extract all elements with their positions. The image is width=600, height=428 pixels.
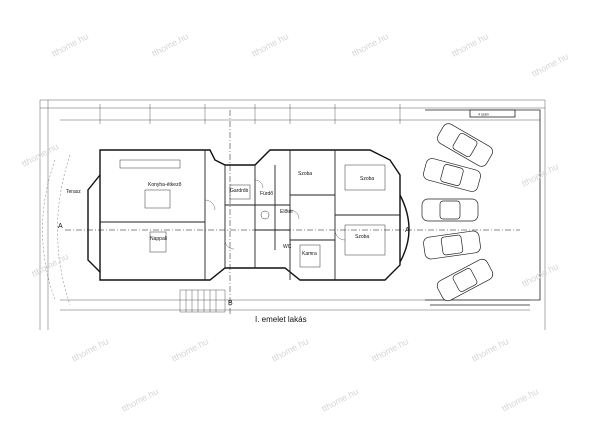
dimension-ticks bbox=[99, 104, 401, 124]
room-label-szoba2: Szoba bbox=[360, 176, 374, 182]
furniture bbox=[119, 159, 386, 268]
staircase bbox=[179, 289, 226, 313]
room-label-eloter: Előtér bbox=[280, 209, 293, 215]
room-label-szoba3: Szoba bbox=[355, 234, 369, 240]
room-label-wc: WC bbox=[283, 244, 292, 250]
door-swings bbox=[204, 179, 346, 250]
room-label-gardrob: Gardrób bbox=[230, 188, 249, 194]
room-label-szoba1: Szoba bbox=[298, 171, 312, 177]
floor-caption: I. emelet lakás bbox=[255, 315, 307, 324]
dimension-lines bbox=[39, 99, 546, 330]
section-marker-a-left: A bbox=[58, 223, 63, 230]
parking-plate-label: 4 szám bbox=[478, 113, 489, 117]
parked-cars bbox=[421, 123, 494, 302]
section-marker-a-right: A bbox=[405, 227, 410, 234]
interior-walls bbox=[100, 150, 400, 280]
parking-lot bbox=[425, 109, 541, 306]
room-label-kamra: Kamra bbox=[302, 251, 317, 257]
section-line bbox=[65, 110, 520, 315]
room-label-terasz: Terasz bbox=[66, 189, 81, 195]
section-marker-b: B bbox=[228, 300, 233, 307]
site-arc bbox=[42, 154, 71, 306]
building-walls bbox=[87, 149, 410, 281]
room-label-nappali: Nappali bbox=[150, 236, 167, 242]
room-label-konyha: Konyha-étkező bbox=[148, 182, 182, 188]
room-label-furdo: Fürdő bbox=[260, 191, 273, 197]
